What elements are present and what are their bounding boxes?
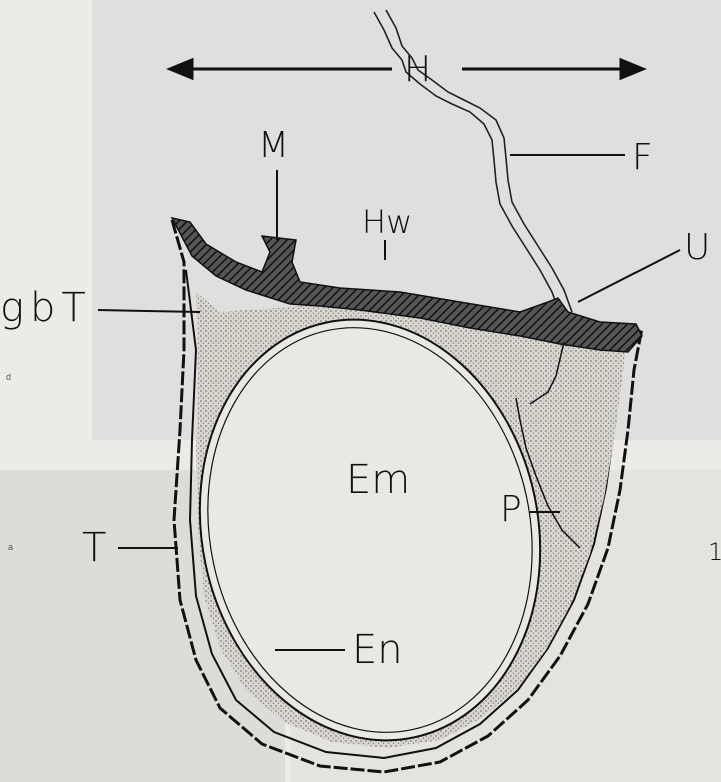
label-p: P — [500, 492, 522, 528]
margin-letter-d: d — [6, 372, 11, 382]
label-gbt: gbT — [0, 288, 92, 328]
label-f: F — [632, 140, 653, 176]
margin-letter-a: a — [8, 542, 13, 552]
label-em: Em — [346, 460, 410, 500]
label-t: T — [82, 528, 106, 568]
label-u: U — [684, 230, 710, 266]
label-m: M — [258, 128, 289, 164]
label-hw: Hw — [362, 206, 412, 238]
label-en: En — [352, 630, 403, 670]
page-number-fragment: 1 — [708, 540, 721, 564]
label-h: H — [404, 52, 431, 88]
